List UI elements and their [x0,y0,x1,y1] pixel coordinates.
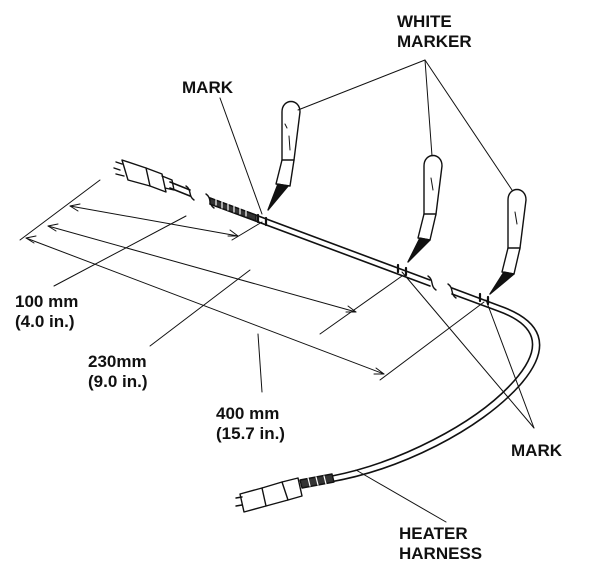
white-marker-label-line1: WHITE [397,12,452,31]
dim-230-label-line2: (9.0 in.) [88,372,148,391]
white-marker-label: WHITE MARKER [397,12,472,52]
dim-400-label: 400 mm (15.7 in.) [216,404,285,444]
heater-harness-label-line1: HEATER [399,524,468,543]
dimension-lines [19,179,485,381]
connector-top [113,159,175,193]
connector-bottom [235,473,335,513]
white-marker-leaders [297,59,513,191]
dim-100-label-line2: (4.0 in.) [15,312,75,331]
mark-top-leader [219,97,263,215]
dim-230-label-line1: 230mm [88,352,147,371]
mark-bottom-label: MARK [511,441,562,461]
white-marker-label-line2: MARKER [397,32,472,51]
dim-100-label: 100 mm (4.0 in.) [15,292,78,332]
white-marker-3 [489,188,527,295]
mark-bottom-leaders [401,271,535,429]
heater-harness-label-line2: HARNESS [399,544,483,563]
mark-top-text: MARK [182,78,233,97]
dim-100-label-line1: 100 mm [15,292,79,311]
heater-harness-label: HEATER HARNESS [399,524,482,564]
mark-bottom-text: MARK [511,441,562,460]
white-marker-1 [267,100,301,211]
white-marker-2 [407,154,443,263]
heater-harness-leader [355,469,447,523]
cable-marks [256,213,490,306]
dim-400-label-line1: 400 mm [216,404,280,423]
tape-wrap-top [209,197,257,222]
dim-400-label-line2: (15.7 in.) [216,424,285,443]
dimension-label-leaders [53,215,263,393]
dim-230-label: 230mm (9.0 in.) [88,352,148,392]
mark-top-label: MARK [182,78,233,98]
